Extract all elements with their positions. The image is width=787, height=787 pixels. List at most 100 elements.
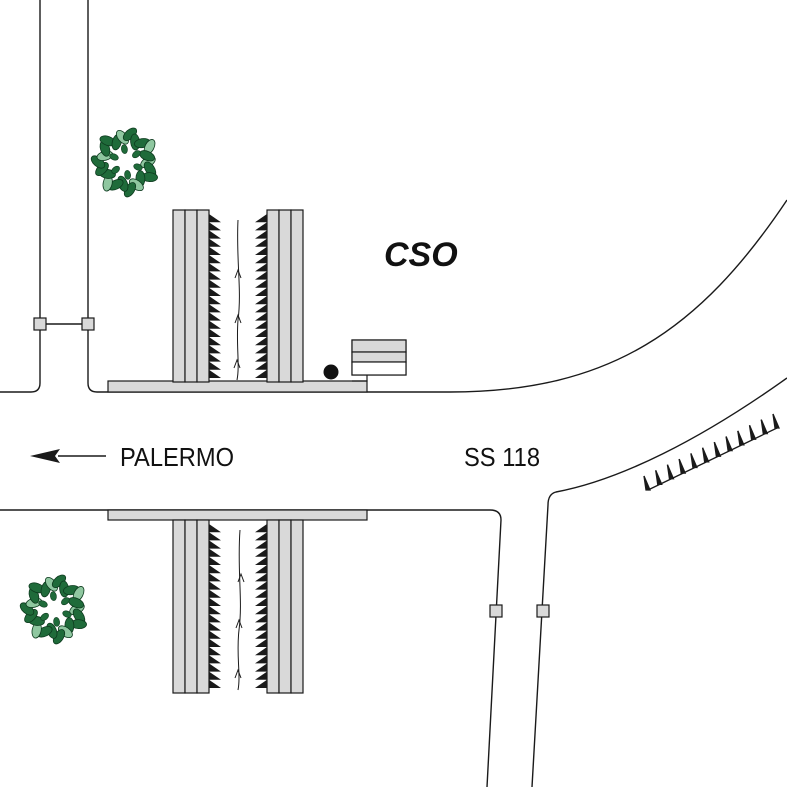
courtyard-tooth [209, 573, 221, 582]
branch-road-right-edge [531, 377, 787, 787]
south-building-block [107, 509, 368, 694]
courtyard-tooth [255, 565, 267, 574]
embankment-line [647, 427, 778, 491]
south-path-arrows [234, 572, 245, 679]
courtyard-tooth [255, 304, 267, 313]
courtyard-tooth [255, 312, 267, 321]
leaf [50, 591, 57, 601]
south-right-wing [266, 519, 304, 694]
courtyard-tooth [209, 320, 221, 329]
north-left-wing [172, 209, 210, 383]
hatch-mark [713, 441, 722, 457]
courtyard-tooth [209, 548, 221, 557]
courtyard-tooth [209, 246, 221, 255]
courtyard-tooth [209, 353, 221, 362]
north-platform [107, 380, 368, 393]
leaf [62, 610, 72, 618]
courtyard-tooth [209, 679, 221, 688]
courtyard-tooth [209, 328, 221, 337]
courtyard-tooth [209, 581, 221, 590]
north-courtyard-teeth-right [255, 214, 267, 378]
south-platform [107, 509, 368, 521]
courtyard-tooth [209, 263, 221, 272]
courtyard-tooth [209, 606, 221, 615]
courtyard-tooth [255, 369, 267, 378]
courtyard-tooth [209, 556, 221, 565]
courtyard-tooth [209, 524, 221, 533]
courtyard-tooth [255, 622, 267, 631]
site-label: CSO [384, 236, 458, 274]
courtyard-tooth [209, 614, 221, 623]
hatch-mark [701, 447, 710, 463]
courtyard-tooth [255, 614, 267, 623]
courtyard-tooth [255, 655, 267, 664]
courtyard-tooth [255, 263, 267, 272]
post-marker [536, 604, 550, 618]
leaf [121, 144, 128, 154]
road-label: SS 118 [464, 442, 540, 472]
side-road-connector [33, 317, 95, 331]
hatch-mark [678, 458, 687, 474]
courtyard-tooth [255, 573, 267, 582]
courtyard-tooth [255, 222, 267, 231]
hatch-mark [643, 475, 651, 491]
courtyard-tooth [255, 581, 267, 590]
courtyard-tooth [255, 214, 267, 223]
courtyard-tooth [255, 255, 267, 264]
south-courtyard-teeth-right [255, 524, 267, 688]
courtyard-tooth [255, 230, 267, 239]
courtyard-tooth [255, 238, 267, 247]
courtyard-tooth [255, 647, 267, 656]
leaf [109, 153, 119, 161]
south-left-wing [172, 519, 210, 694]
courtyard-tooth [255, 556, 267, 565]
courtyard-tooth [255, 589, 267, 598]
courtyard-tooth [209, 345, 221, 354]
north-courtyard-path [236, 219, 240, 381]
courtyard-tooth [255, 337, 267, 346]
courtyard-tooth [255, 271, 267, 280]
courtyard-tooth [209, 671, 221, 680]
courtyard-tooth [255, 353, 267, 362]
direction-label: PALERMO [120, 442, 234, 472]
hatch-mark [772, 413, 780, 429]
courtyard-tooth [209, 304, 221, 313]
courtyard-tooth [255, 328, 267, 337]
courtyard-tooth [255, 287, 267, 296]
hatch-mark [760, 419, 769, 435]
leaf [53, 617, 60, 627]
courtyard-tooth [209, 369, 221, 378]
leaf [124, 170, 131, 180]
north-right-wing [266, 209, 304, 383]
leaf [132, 150, 141, 159]
courtyard-tooth [255, 279, 267, 288]
courtyard-tooth [209, 663, 221, 672]
leaf [133, 163, 143, 171]
courtyard-tooth [255, 361, 267, 370]
courtyard-tooth [255, 296, 267, 305]
courtyard-tooth [255, 320, 267, 329]
arrow-left-icon [30, 449, 106, 463]
courtyard-tooth [209, 296, 221, 305]
post-marker [81, 317, 95, 331]
courtyard-tooth [255, 246, 267, 255]
courtyard-tooth [209, 622, 221, 631]
courtyard-tooth [209, 532, 221, 541]
leaf [111, 165, 120, 174]
tree-icon [19, 574, 87, 645]
courtyard-tooth [209, 238, 221, 247]
courtyard-tooth [255, 548, 267, 557]
courtyard-tooth [209, 361, 221, 370]
courtyard-tooth [209, 540, 221, 549]
courtyard-tooth [209, 647, 221, 656]
courtyard-tooth [209, 589, 221, 598]
north-courtyard-teeth-left [209, 214, 221, 378]
north-road-right-edge [87, 0, 787, 393]
south-courtyard-path [237, 529, 241, 691]
courtyard-tooth [209, 287, 221, 296]
main-road-south-edge [0, 509, 502, 787]
courtyard-tooth [255, 630, 267, 639]
hatch-mark [666, 464, 675, 480]
courtyard-tooth [255, 606, 267, 615]
